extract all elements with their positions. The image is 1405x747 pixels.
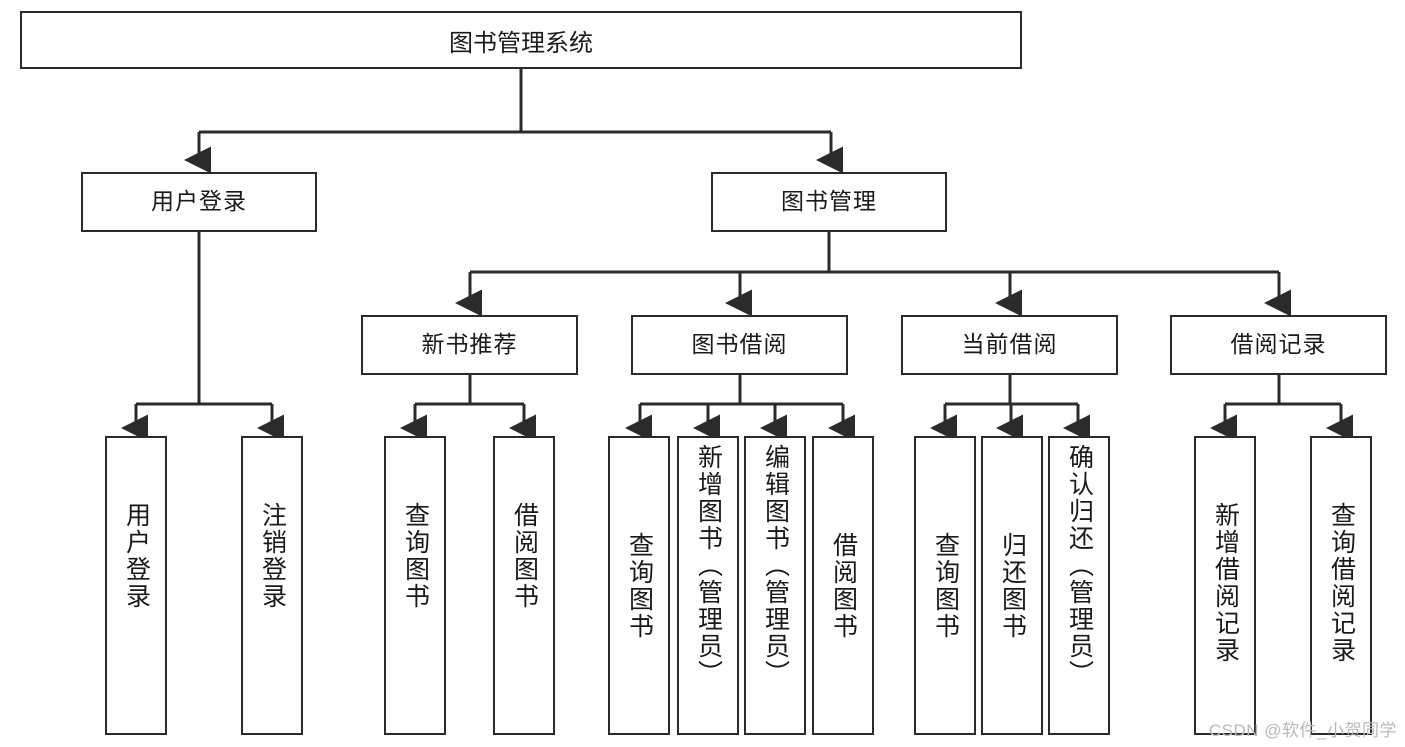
- leaf-query-borrow-record[interactable]: 查询借阅记录: [1310, 436, 1372, 735]
- watermark: CSDN @软件_小贺同学: [1208, 721, 1397, 740]
- node-label: 借阅图书: [829, 532, 858, 640]
- node-label: 确认归还（管理员）: [1065, 444, 1094, 687]
- node-user-login[interactable]: 用户登录: [81, 172, 317, 232]
- leaf-add-borrow-record[interactable]: 新增借阅记录: [1194, 436, 1256, 735]
- node-label: 归还图书: [998, 532, 1027, 640]
- node-root-book-management-system[interactable]: 图书管理系统: [20, 11, 1022, 69]
- leaf-user-login[interactable]: 用户登录: [105, 436, 167, 735]
- node-label: 图书管理系统: [449, 29, 593, 57]
- node-borrow-record[interactable]: 借阅记录: [1170, 315, 1387, 375]
- node-label: 用户登录: [122, 502, 151, 610]
- node-label: 编辑图书（管理员）: [761, 444, 790, 687]
- node-label: 新增借阅记录: [1211, 502, 1240, 664]
- node-label: 当前借阅: [961, 331, 1058, 358]
- node-label: 查询图书: [401, 502, 430, 610]
- node-label: 借阅记录: [1230, 331, 1327, 358]
- node-label: 图书借阅: [691, 331, 788, 358]
- node-new-book-recommend[interactable]: 新书推荐: [361, 315, 578, 375]
- leaf-add-book-admin[interactable]: 新增图书（管理员）: [677, 436, 739, 735]
- leaf-borrow-book[interactable]: 借阅图书: [812, 436, 874, 735]
- node-label: 新书推荐: [421, 331, 518, 358]
- node-label: 查询图书: [625, 532, 654, 640]
- node-label: 用户登录: [151, 188, 247, 215]
- leaf-user-logout[interactable]: 注销登录: [241, 436, 303, 735]
- node-label: 查询图书: [931, 532, 960, 640]
- node-label: 新增图书（管理员）: [694, 444, 723, 687]
- node-label: 注销登录: [258, 502, 287, 610]
- leaf-confirm-return-admin[interactable]: 确认归还（管理员）: [1048, 436, 1110, 735]
- node-label: 查询借阅记录: [1327, 502, 1356, 664]
- leaf-borrow-book-recommend[interactable]: 借阅图书: [493, 436, 555, 735]
- node-label: 借阅图书: [510, 502, 539, 610]
- leaf-query-book-recommend[interactable]: 查询图书: [384, 436, 446, 735]
- node-book-management[interactable]: 图书管理: [711, 172, 947, 232]
- leaf-return-book[interactable]: 归还图书: [981, 436, 1043, 735]
- node-current-borrow[interactable]: 当前借阅: [901, 315, 1118, 375]
- leaf-edit-book-admin[interactable]: 编辑图书（管理员）: [744, 436, 806, 735]
- leaf-query-book-current[interactable]: 查询图书: [914, 436, 976, 735]
- leaf-query-book-borrow[interactable]: 查询图书: [608, 436, 670, 735]
- node-book-borrow[interactable]: 图书借阅: [631, 315, 848, 375]
- node-label: 图书管理: [781, 188, 877, 215]
